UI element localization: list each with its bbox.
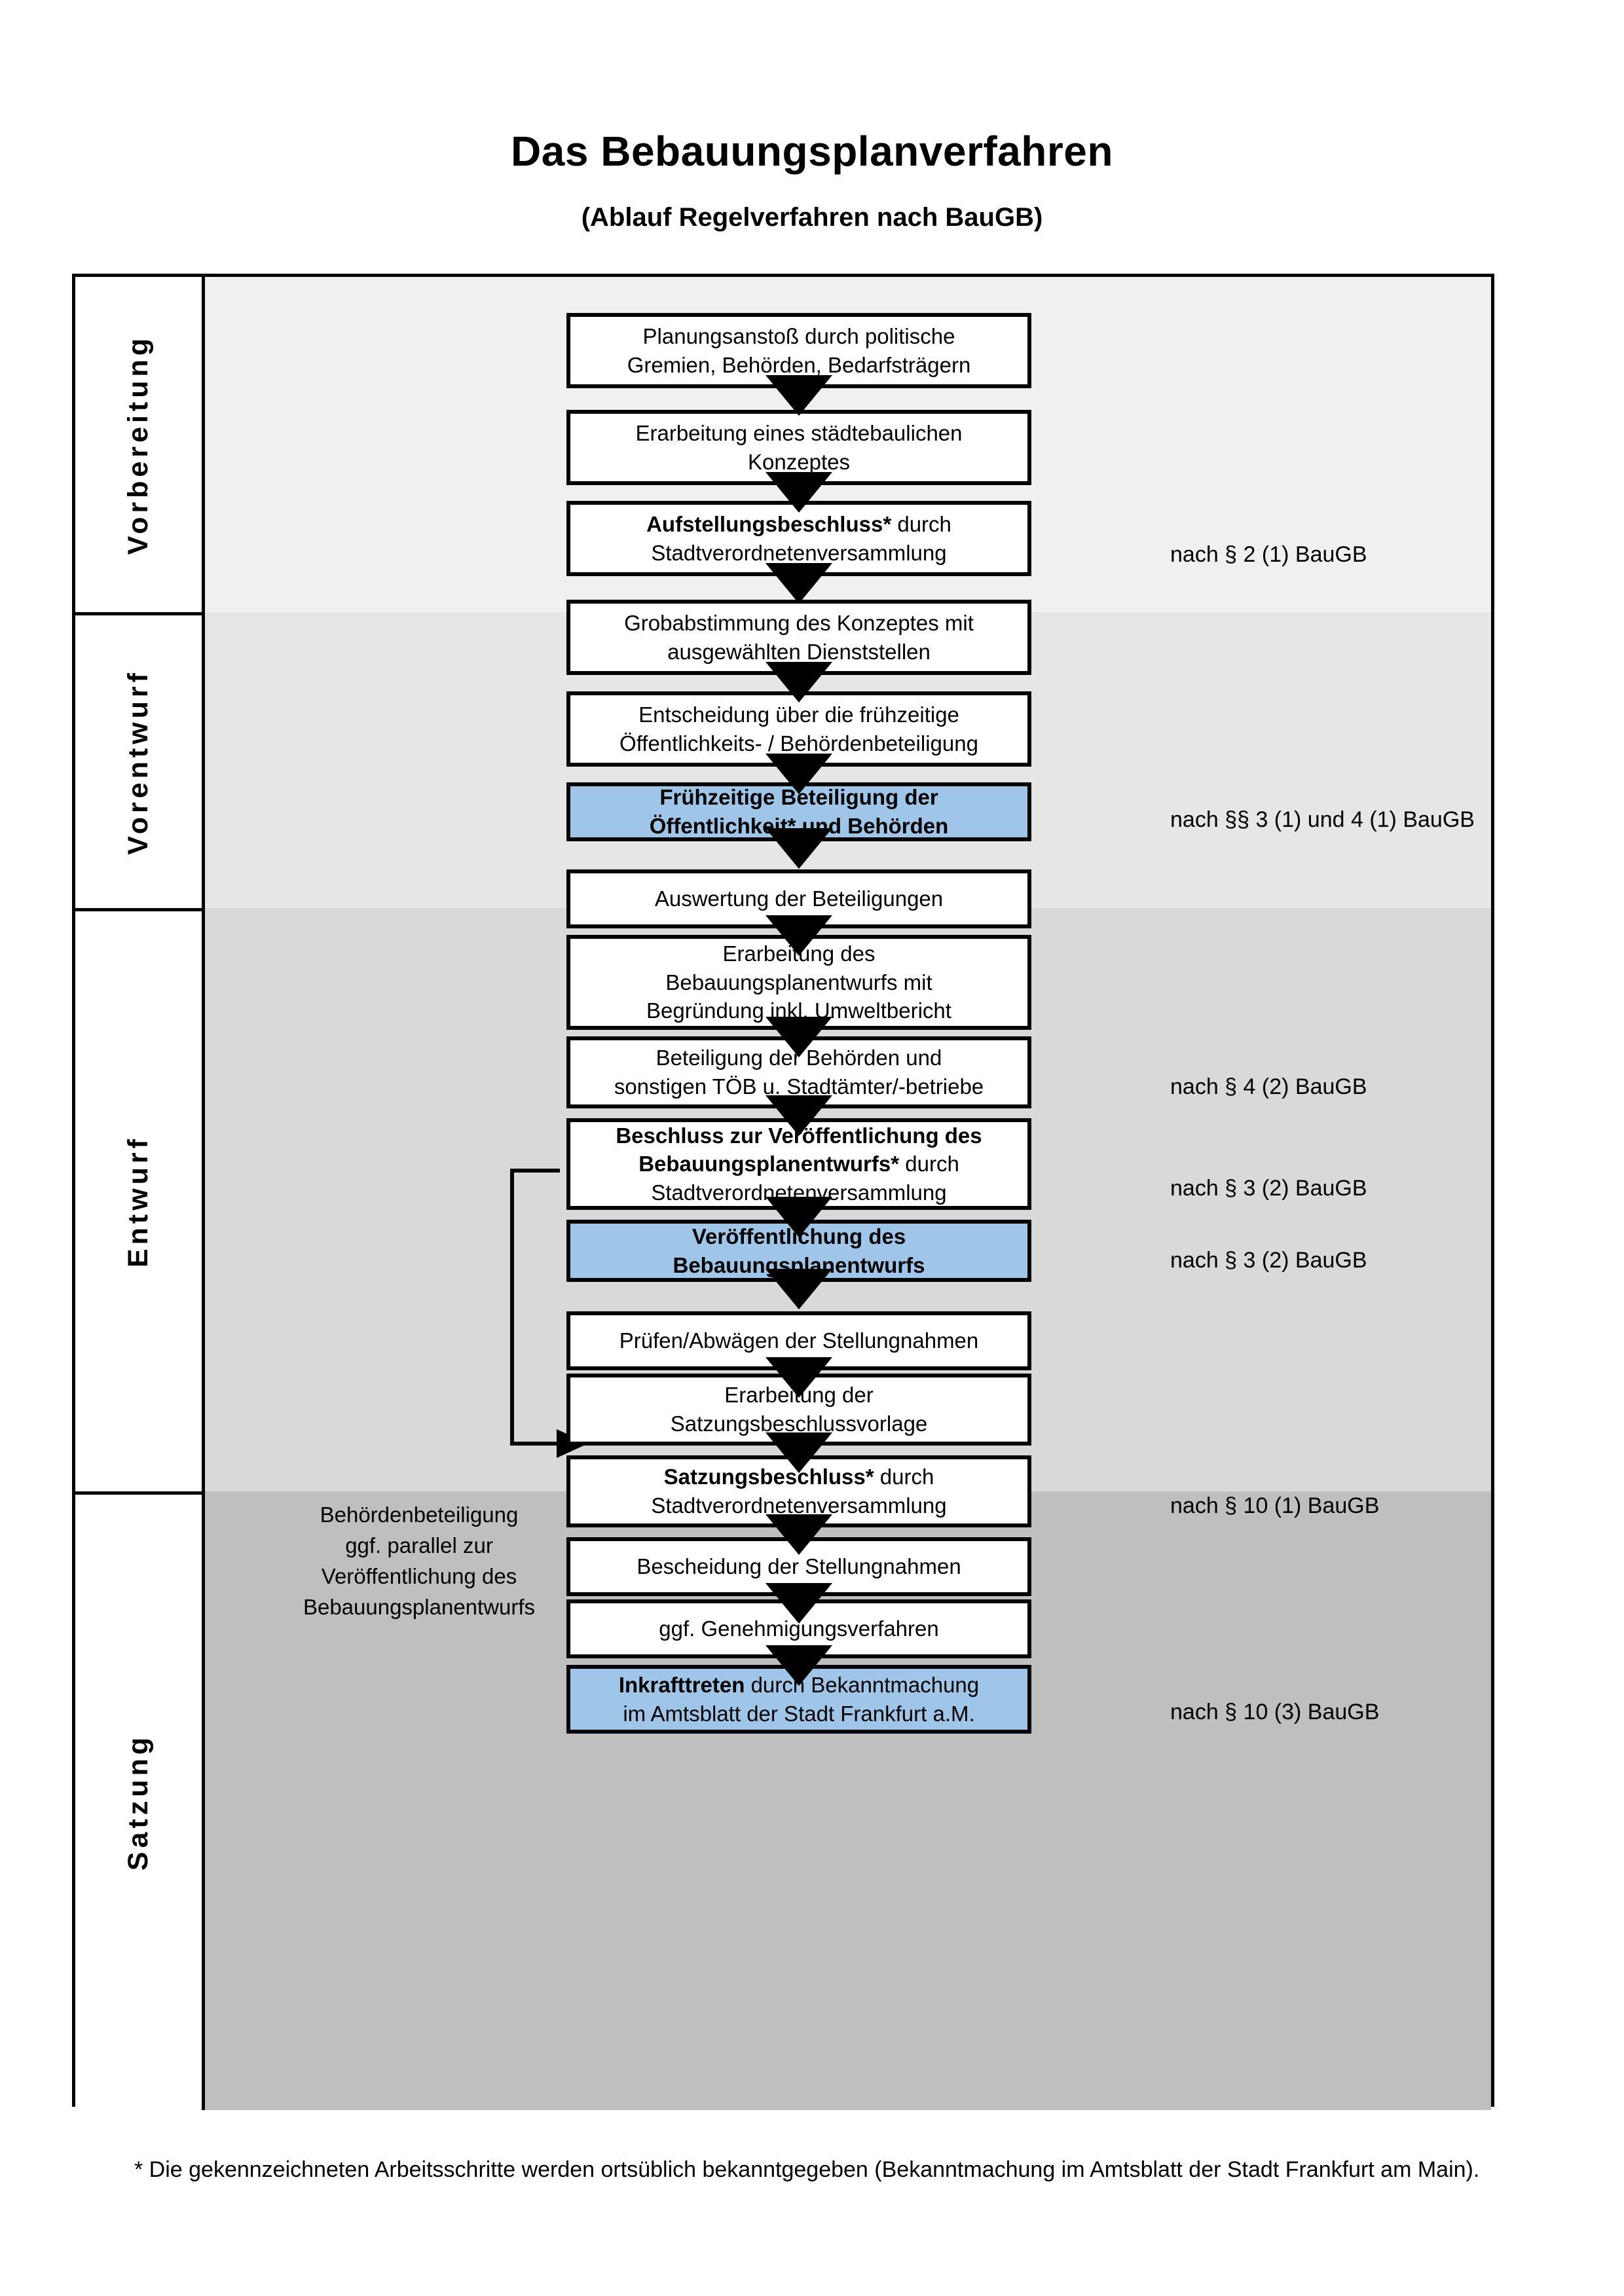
flow-arrow-s5-to-s6 [766, 754, 832, 794]
phase-label-vorentwurf: Vorentwurf [122, 668, 154, 855]
page-title: Das Bebauungsplanverfahren [511, 128, 1113, 175]
flow-step-label: Bescheidung der Stellungnahmen [637, 1554, 961, 1579]
branch-note-line: Bebauungsplanentwurfs [303, 1594, 536, 1619]
flow-arrow-s12-to-s13 [766, 1357, 832, 1398]
legal-reference-r1: nach § 2 (1) BauGB [1170, 542, 1367, 567]
phase-label-cell-vorentwurf: Vorentwurf [75, 612, 205, 908]
flow-step-label: Prüfen/Abwägen der Stellungnahmen [619, 1328, 979, 1353]
flow-arrow-s10-to-s11 [766, 1197, 832, 1237]
flow-arrow-s14-to-s15 [766, 1514, 832, 1555]
flow-step-label: Auswertung der Beteiligungen [654, 886, 944, 911]
legal-reference-r3: nach § 4 (2) BauGB [1170, 1074, 1367, 1099]
legal-reference-r2: nach §§ 3 (1) und 4 (1) BauGB [1170, 807, 1475, 832]
phase-label-cell-entwurf: Entwurf [75, 908, 205, 1491]
footnote: * Die gekennzeichneten Arbeitsschritte w… [134, 2157, 1480, 2182]
flow-arrow-s3-to-s4 [766, 563, 832, 604]
flow-arrow-s4-to-s5 [766, 662, 832, 702]
legal-reference-r5: nach § 3 (2) BauGB [1170, 1248, 1367, 1273]
phase-label-cell-vorbereitung: Vorbereitung [75, 277, 205, 612]
phase-label-satzung: Satzung [122, 1734, 154, 1871]
branch-note-line: Behördenbeteiligung [320, 1503, 519, 1527]
flow-arrow-s1-to-s2 [766, 375, 832, 416]
flow-arrow-s11-to-s12 [766, 1269, 832, 1309]
flow-arrow-s15-to-s16 [766, 1583, 832, 1624]
flow-arrow-s2-to-s3 [766, 472, 832, 513]
phase-label-vorbereitung: Vorbereitung [122, 334, 154, 555]
document-header: Das Bebauungsplanverfahren (Ablauf Regel… [0, 0, 1624, 232]
legal-reference-r6: nach § 10 (1) BauGB [1170, 1493, 1380, 1518]
phase-label-cell-satzung: Satzung [75, 1491, 205, 2110]
page-subtitle: (Ablauf Regelverfahren nach BauGB) [581, 203, 1043, 232]
flow-arrow-s16-to-s17 [766, 1645, 832, 1686]
legal-reference-r4: nach § 3 (2) BauGB [1170, 1176, 1367, 1201]
flow-arrow-s9-to-s10 [766, 1095, 832, 1136]
flow-arrow-s13-to-s14 [766, 1432, 832, 1473]
flow-arrow-s7-to-s8 [766, 915, 832, 956]
branch-note-line: Veröffentlichung des [321, 1563, 517, 1588]
legal-reference-r7: nach § 10 (3) BauGB [1170, 1700, 1380, 1724]
phase-label-entwurf: Entwurf [122, 1135, 154, 1268]
flow-arrow-s8-to-s9 [766, 1017, 832, 1057]
flow-arrow-s6-to-s7 [766, 828, 832, 869]
branch-note-line: ggf. parallel zur [345, 1533, 493, 1558]
